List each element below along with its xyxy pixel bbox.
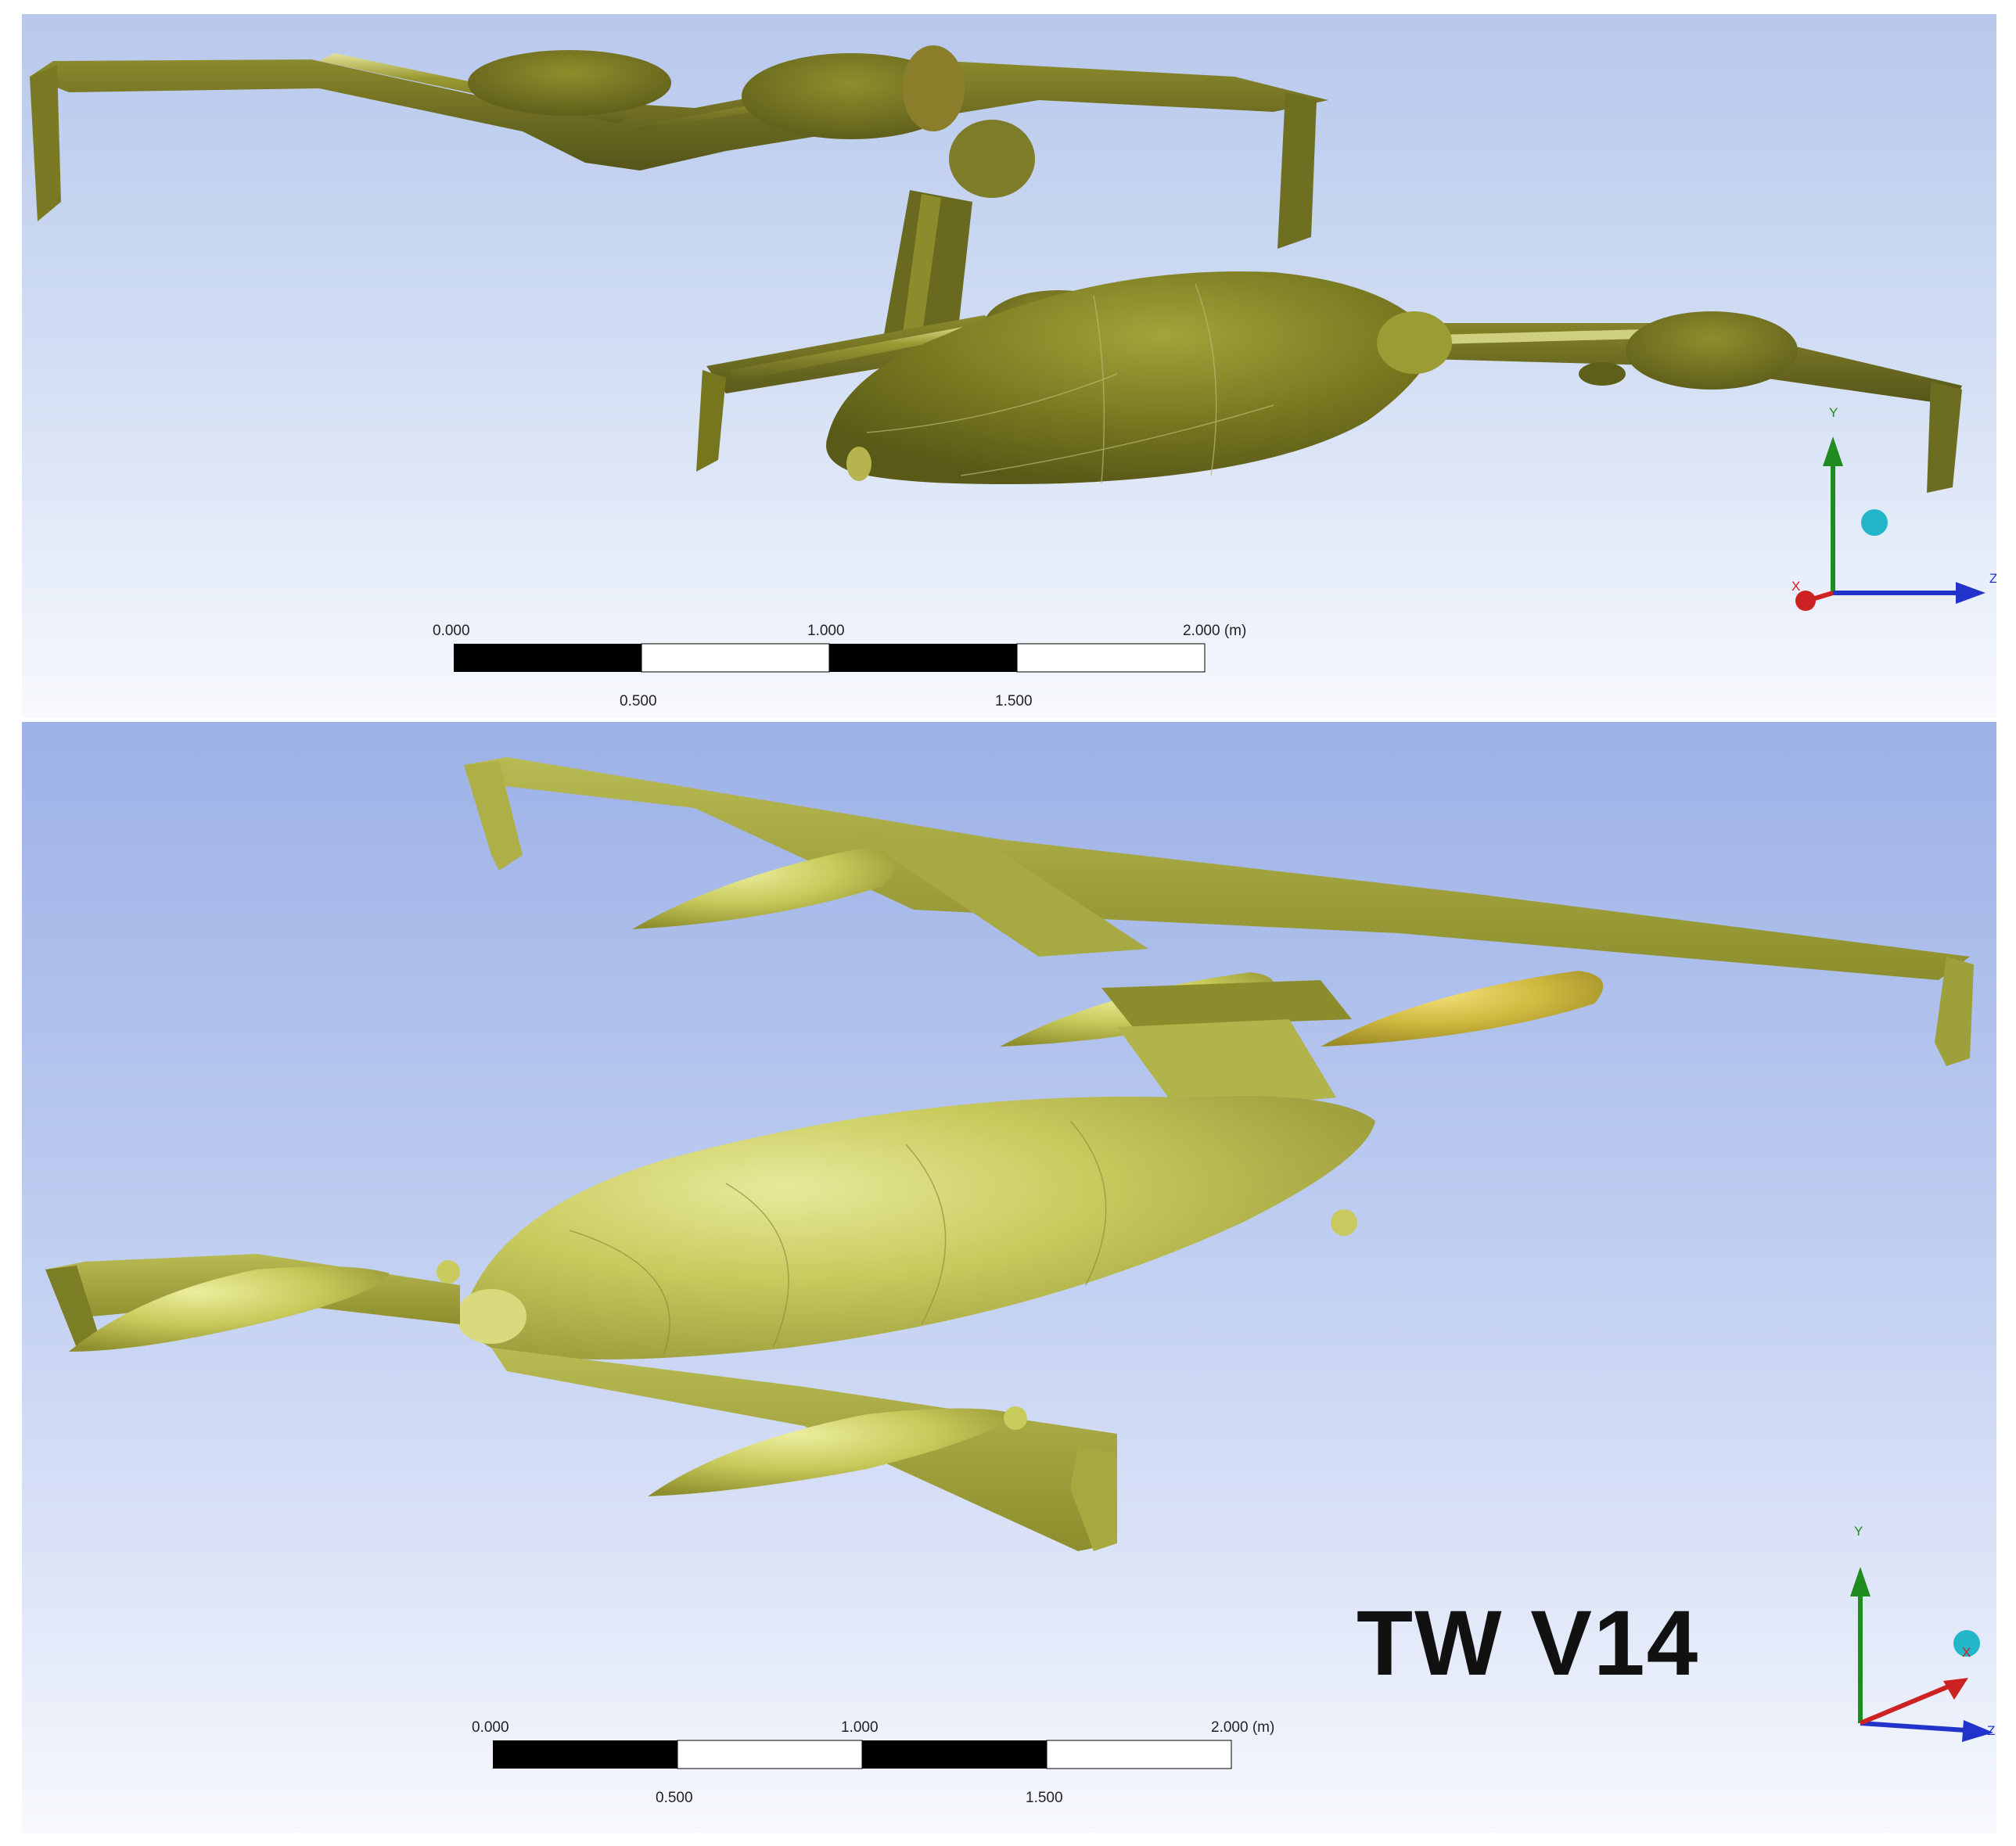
model-name-label: TW V14	[1357, 1592, 1700, 1695]
scale-bar	[454, 643, 1206, 673]
scale-label-2: 2.000 (m)	[1211, 1719, 1275, 1736]
scale-label-1: 1.000	[807, 623, 845, 639]
aircraft-model-isometric-view[interactable]	[22, 722, 1996, 1833]
axis-label-z: Z	[1987, 1723, 1996, 1738]
scale-label-0: 0.000	[472, 1719, 509, 1736]
front-wing-left	[45, 1254, 460, 1352]
axis-label-x: X	[1962, 1645, 1971, 1660]
axis-label-x: X	[1791, 579, 1801, 594]
axis-label-z: Z	[1989, 571, 1996, 586]
scale-bar	[493, 1740, 1232, 1769]
front-wing-right	[491, 1348, 1117, 1551]
aircraft-model-side-view[interactable]	[22, 14, 1996, 718]
scale-label-half: 0.500	[620, 693, 657, 709]
axis-label-y: Y	[1829, 405, 1838, 420]
fuselage	[456, 1096, 1375, 1359]
scale-label-0: 0.000	[433, 623, 470, 639]
scale-label-one-half: 1.500	[1026, 1790, 1063, 1806]
rear-wing	[464, 757, 1974, 1066]
axis-triad[interactable]	[1766, 1528, 1996, 1762]
viewport-side-view[interactable]: 0.000 1.000 2.000 (m) 0.500 1.500 Y X Z	[22, 14, 1996, 718]
scale-label-1: 1.000	[841, 1719, 879, 1736]
scale-label-half: 0.500	[656, 1790, 693, 1806]
viewport-isometric-view[interactable]: TW V14 0.000 1.000 2.000 (m) 0.500 1.500…	[22, 722, 1996, 1833]
fuselage	[826, 271, 1452, 484]
scale-label-2: 2.000 (m)	[1183, 623, 1247, 639]
scale-label-one-half: 1.500	[995, 693, 1033, 709]
strut	[1117, 1019, 1336, 1113]
rear-wing	[30, 45, 1328, 249]
axis-label-y: Y	[1854, 1524, 1863, 1539]
axis-triad[interactable]	[1759, 405, 1993, 640]
